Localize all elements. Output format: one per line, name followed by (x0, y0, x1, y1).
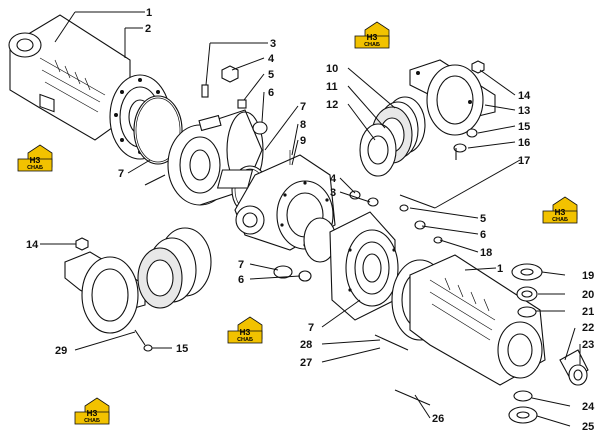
callout-7-b: 7 (300, 101, 306, 113)
callout-7-a: 7 (118, 168, 124, 180)
svg-text:НЗ: НЗ (240, 328, 251, 337)
callout-12: 12 (326, 99, 338, 111)
callout-16: 16 (518, 137, 530, 149)
washer-21 (517, 306, 537, 318)
left-carrier-half (167, 109, 264, 206)
callout-9: 9 (300, 135, 306, 147)
leader-lines (40, 11, 581, 427)
callout-25: 25 (582, 421, 594, 433)
callout-5-a: 5 (268, 69, 274, 81)
callout-6-b: 6 (480, 229, 486, 241)
logo-top-center: НЗ СНАБ (354, 21, 390, 49)
callout-11: 11 (326, 81, 338, 93)
callout-22: 22 (582, 322, 594, 334)
svg-text:СНАБ: СНАБ (552, 217, 568, 223)
ring-24 (513, 390, 533, 402)
callout-10: 10 (326, 63, 338, 75)
svg-text:НЗ: НЗ (87, 409, 98, 418)
callout-4-a: 4 (268, 53, 275, 65)
callout-5-b: 5 (480, 213, 486, 225)
right-carrier-half (329, 211, 399, 321)
callout-23: 23 (582, 339, 594, 351)
callout-3-a: 3 (270, 38, 276, 50)
svg-text:СНАБ: СНАБ (27, 165, 43, 171)
washer-25 (508, 406, 538, 424)
callout-7-c: 7 (238, 259, 244, 271)
callout-numbers: 1 2 3 4 5 6 7 7 8 9 10 11 12 14 13 15 16… (26, 7, 595, 433)
ring-20 (516, 286, 538, 302)
logo-bottom-center: НЗ СНАБ (227, 316, 263, 344)
bearing-ring-set-right (359, 96, 426, 177)
svg-text:НЗ: НЗ (555, 208, 566, 217)
callout-26: 26 (432, 413, 444, 425)
callout-1-a: 1 (146, 7, 152, 19)
svg-text:СНАБ: СНАБ (84, 418, 100, 424)
callout-6-a: 6 (268, 87, 274, 99)
svg-text:СНАБ: СНАБ (364, 42, 380, 48)
callout-29: 29 (55, 345, 67, 357)
bearing-ring-set-left (137, 227, 212, 309)
logo-right: НЗ СНАБ (542, 196, 578, 224)
callout-6-c: 6 (238, 274, 244, 286)
lower-left-bracket (64, 251, 146, 334)
callout-17: 17 (518, 155, 530, 167)
callout-19: 19 (582, 270, 594, 282)
callout-8: 8 (300, 119, 306, 131)
svg-text:НЗ: НЗ (367, 33, 378, 42)
callout-24: 24 (582, 401, 595, 413)
callout-1-b: 1 (497, 263, 503, 275)
o-ring-left (133, 95, 183, 165)
washer-19 (511, 263, 543, 281)
bushing-22-23 (559, 349, 589, 386)
callout-3-b: 3 (330, 187, 336, 199)
callout-13: 13 (518, 105, 530, 117)
callout-28: 28 (300, 339, 312, 351)
svg-text:НЗ: НЗ (30, 156, 41, 165)
logo-left: НЗ СНАБ (17, 144, 53, 172)
top-right-bracket (409, 59, 496, 136)
right-axle-housing (409, 254, 546, 386)
callout-18: 18 (480, 247, 492, 259)
logo-bottom-left: НЗ СНАБ (74, 397, 110, 425)
callout-20: 20 (582, 289, 594, 301)
callout-15-b: 15 (176, 343, 188, 355)
svg-text:СНАБ: СНАБ (237, 337, 253, 343)
callout-21: 21 (582, 306, 594, 318)
callout-4-b: 4 (330, 173, 337, 185)
callout-2: 2 (145, 23, 151, 35)
small-fasteners (75, 60, 485, 406)
callout-14-a: 14 (518, 90, 531, 102)
callout-27: 27 (300, 357, 312, 369)
callout-7-d: 7 (308, 322, 314, 334)
callout-15-a: 15 (518, 121, 530, 133)
callout-14-b: 14 (26, 239, 39, 251)
